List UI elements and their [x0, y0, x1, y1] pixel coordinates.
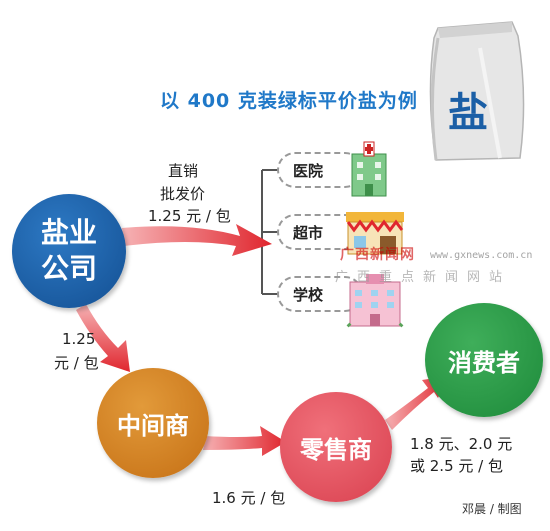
arrow-to-retailer	[203, 426, 286, 456]
node-middleman: 中间商	[97, 368, 209, 478]
salt-bag-icon	[429, 21, 525, 161]
consumer-price-line2: 或 2.5 元 / 包	[410, 457, 503, 475]
wholesale-label: 批发价	[160, 185, 206, 203]
arrow-to-middleman	[76, 304, 130, 372]
consumer-price-line1: 1.8 元、2.0 元	[410, 435, 513, 453]
node-retailer: 零售商	[280, 392, 392, 502]
watermark-slogan: 广西重点新闻网站	[335, 270, 512, 285]
salt-bag-label: 盐	[448, 90, 488, 136]
arrow-to-consumer	[385, 376, 448, 430]
chart-title: 以 400 克装绿标平价盐为例	[160, 90, 418, 112]
credit: 邓晨 / 制图	[462, 502, 522, 516]
node-salt-company-line1: 盐业	[40, 216, 97, 249]
node-salt-company: 盐业 公司	[12, 194, 126, 308]
direct-sale-label: 直销	[168, 162, 199, 180]
school-icon	[346, 274, 404, 328]
watermark-url: www.gxnews.com.cn	[430, 250, 533, 261]
node-consumer: 消费者	[425, 303, 543, 417]
supermarket-icon	[346, 212, 404, 255]
hospital-icon	[351, 141, 387, 197]
arrow-direct-sale	[122, 224, 272, 256]
destination-school: 学校	[277, 276, 363, 312]
watermark-name: 广西新闻网	[340, 247, 415, 263]
destination-bracket	[261, 169, 278, 295]
wholesale-price: 1.25 元 / 包	[148, 207, 231, 225]
destination-hospital: 医院	[277, 152, 363, 188]
node-salt-company-line2: 公司	[40, 252, 97, 285]
retailer-price: 1.6 元 / 包	[212, 489, 286, 507]
middleman-price: 1.25	[62, 330, 96, 348]
middleman-price-unit: 元 / 包	[54, 354, 99, 372]
